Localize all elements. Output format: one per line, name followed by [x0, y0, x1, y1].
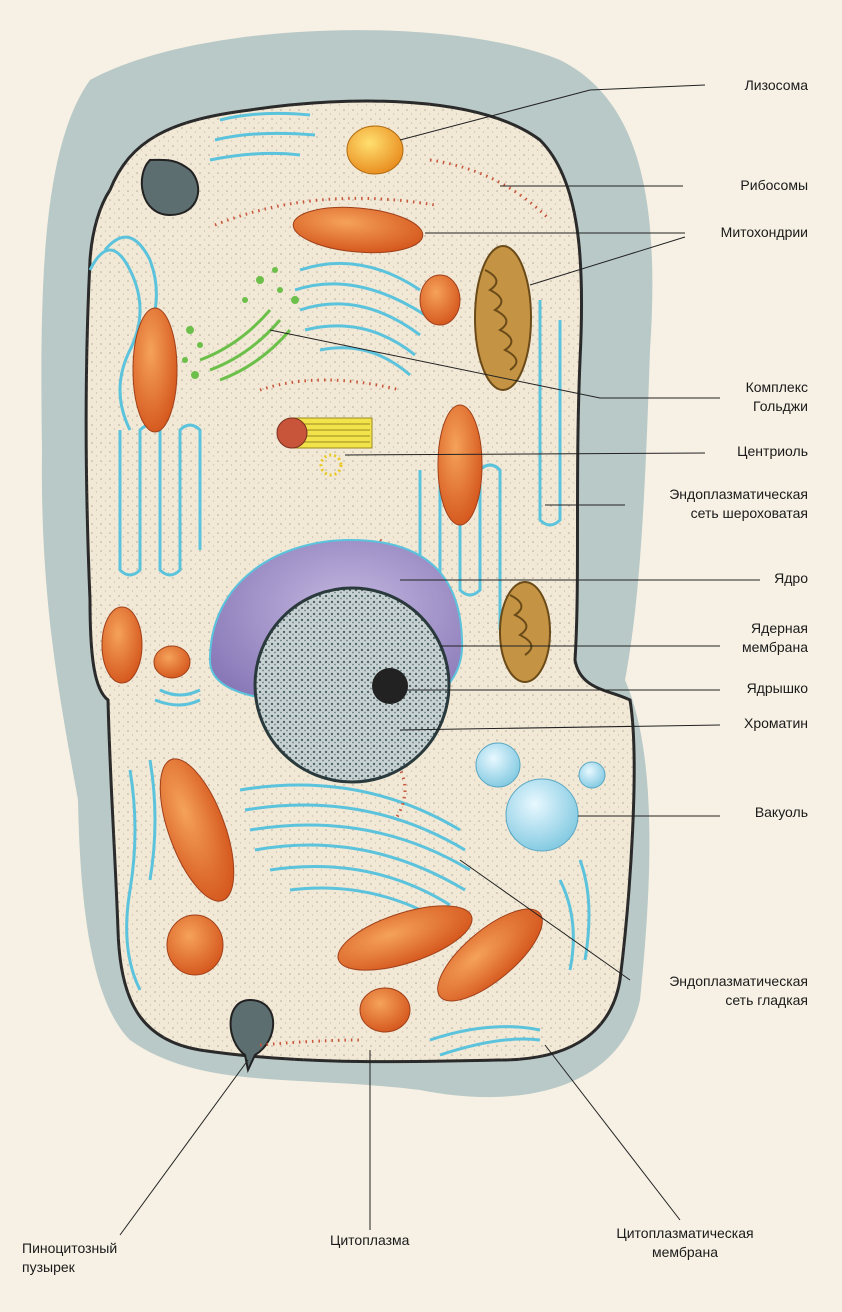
label-mitochondria: Митохондрии — [720, 224, 808, 240]
mitochondria-orange — [101, 206, 543, 1033]
centriole — [276, 417, 373, 477]
label-smooth-er-line1: Эндоплазматическая — [669, 973, 808, 989]
pinocytic-vesicle-top — [140, 158, 200, 217]
label-ribosomes: Рибосомы — [740, 177, 808, 193]
label-nucleolus: Ядрышко — [746, 680, 808, 696]
label-pinocytic-vesicle: Пиноцитозный пузырек — [22, 1239, 117, 1277]
nucleolus — [372, 668, 408, 704]
label-nuclear-membrane-line1: Ядерная — [751, 620, 808, 636]
label-chromatin: Хроматин — [744, 715, 808, 731]
vacuoles — [475, 742, 606, 852]
label-golgi-line1: Комплекс — [745, 379, 808, 395]
label-cytoplasm: Цитоплазма — [330, 1232, 410, 1248]
label-smooth-er: Эндоплазматическая сеть гладкая — [669, 972, 808, 1010]
label-pinocytic-line2: пузырек — [22, 1259, 75, 1275]
label-rough-er-line2: сеть шероховатая — [690, 505, 808, 521]
label-smooth-er-line2: сеть гладкая — [725, 992, 808, 1008]
chromatin — [253, 586, 451, 784]
pinocytic-vesicle-bottom — [229, 998, 275, 1074]
golgi-complex — [182, 267, 299, 382]
label-nuclear-membrane-line2: мембрана — [742, 639, 808, 655]
label-cell-membrane-line1: Цитоплазматическая — [616, 1225, 754, 1241]
label-rough-er-line1: Эндоплазматическая — [669, 486, 808, 502]
label-vacuole: Вакуоль — [754, 804, 808, 820]
mitochondria-brown — [474, 245, 551, 683]
label-nucleus: Ядро — [774, 570, 808, 586]
label-rough-er: Эндоплазматическая сеть шероховатая — [669, 485, 808, 523]
label-lysosome: Лизосома — [744, 77, 808, 93]
label-nuclear-membrane: Ядерная мембрана — [742, 619, 808, 657]
label-cell-membrane: Цитоплазматическая мембрана — [590, 1224, 780, 1262]
label-pinocytic-line1: Пиноцитозный — [22, 1240, 118, 1256]
label-golgi-line2: Гольджи — [753, 398, 808, 414]
rough-er — [88, 111, 591, 1057]
label-centriole: Центриоль — [737, 443, 808, 459]
label-cell-membrane-line2: мембрана — [652, 1244, 718, 1260]
lysosome — [346, 125, 404, 175]
leader-lines — [119, 84, 760, 1236]
